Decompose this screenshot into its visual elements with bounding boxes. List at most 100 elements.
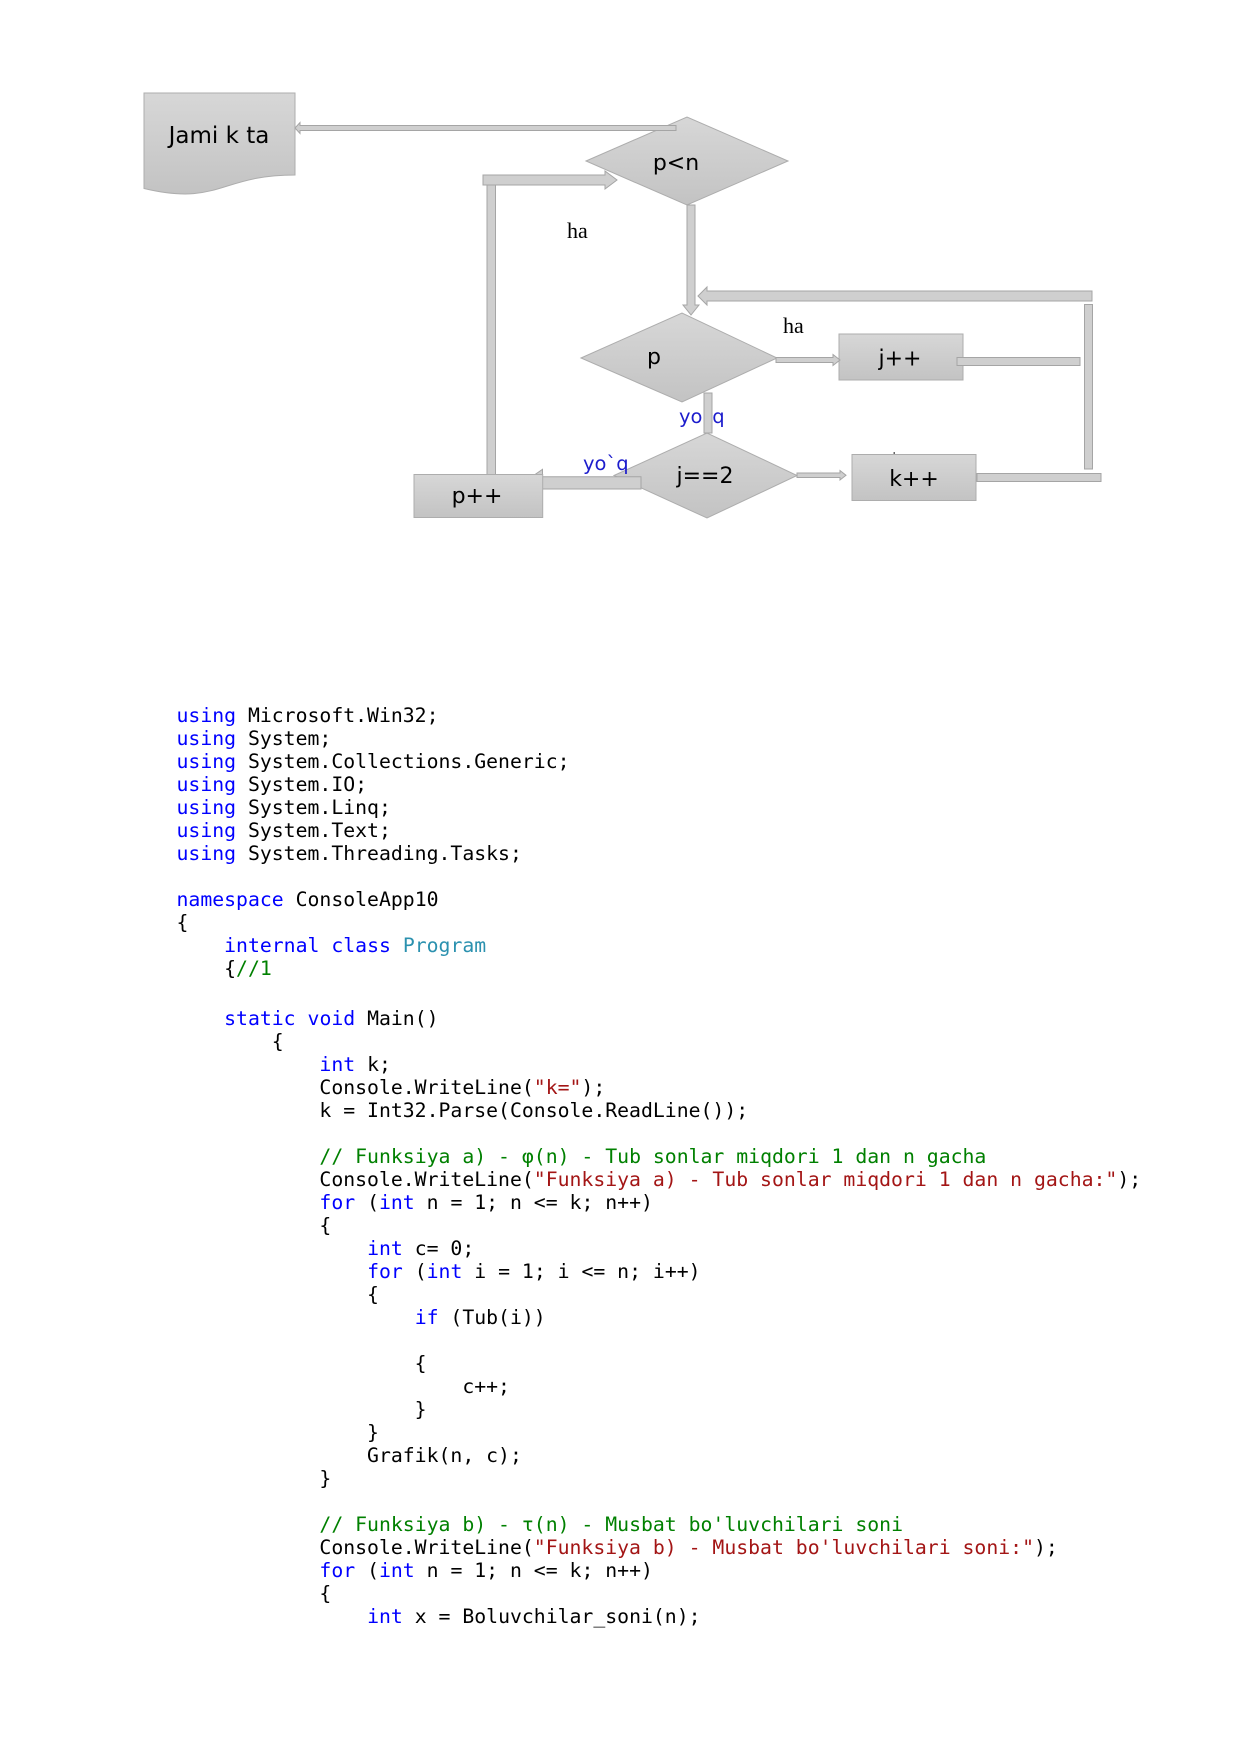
- decision-diamond-p: [579, 312, 779, 403]
- code-token-plain: (Tub(i)): [438, 1305, 546, 1329]
- code-token-plain: {: [176, 1282, 379, 1306]
- code-token-plain: System.IO;: [236, 773, 368, 797]
- code-token-plain: [177, 1191, 320, 1214]
- code-token-keyword: using: [176, 750, 237, 774]
- code-token-plain: c= 0;: [402, 1236, 475, 1260]
- code-token-plain: System.Text;: [236, 819, 391, 843]
- process-label-k-increment: k++: [889, 467, 939, 492]
- code-token-plain: System.Linq;: [236, 796, 391, 820]
- code-token-comment: // Funksiya b) - τ(n) - Musbat bo'luvchi…: [319, 1512, 903, 1536]
- process-box-p-increment: [413, 474, 544, 518]
- arrow-loop-back-to-p: [697, 285, 1093, 307]
- process-label-p-increment: p++: [452, 484, 503, 509]
- code-line: }: [177, 1421, 1142, 1444]
- code-token-plain: Microsoft.Win32;: [236, 704, 439, 728]
- code-token-plain: x = Boluvchilar_soni(n);: [402, 1604, 701, 1628]
- code-line: }: [177, 1398, 1142, 1421]
- code-token-plain: n = 1; n <= k; n++): [414, 1190, 653, 1214]
- code-token-plain: }: [176, 1420, 379, 1444]
- code-token-keyword: for: [319, 1558, 356, 1582]
- code-token-plain: [177, 1053, 320, 1076]
- code-token-plain: System;: [236, 727, 332, 751]
- code-token-plain: {: [176, 957, 237, 981]
- code-token-plain: {: [176, 1029, 284, 1053]
- code-token-plain: Console.WriteLine(: [176, 1535, 534, 1559]
- code-token-plain: [391, 934, 403, 957]
- code-token-plain: [177, 1007, 225, 1030]
- code-token-plain: Grafik(n, c);: [176, 1443, 522, 1467]
- output-document-shape: [143, 92, 296, 195]
- code-line: namespace ConsoleApp10: [177, 888, 1142, 911]
- code-token-keyword: class: [331, 934, 391, 958]
- code-token-keyword: using: [176, 842, 237, 866]
- code-line: Console.WriteLine("Funksiya a) - Tub son…: [176, 1167, 1141, 1191]
- code-token-keyword: int: [378, 1190, 415, 1214]
- code-line: for (int n = 1; n <= k; n++): [177, 1191, 1142, 1214]
- code-token-keyword: int: [319, 1052, 356, 1076]
- code-token-plain: [177, 1559, 320, 1582]
- code-token-plain: ConsoleApp10: [283, 888, 439, 912]
- code-line: using System.Collections.Generic;: [177, 750, 1142, 773]
- code-token-plain: Console.WriteLine(: [176, 1075, 534, 1099]
- code-token-plain: c++;: [176, 1374, 510, 1398]
- code-token-plain: {: [176, 911, 189, 935]
- decision-label-p: p: [647, 345, 661, 370]
- code-token-plain: [177, 1237, 368, 1260]
- code-line: }: [177, 1467, 1142, 1490]
- code-token-plain: }: [176, 1466, 332, 1490]
- code-token-plain: (: [355, 1558, 379, 1582]
- arrow-j-check-to-k-increment: [796, 469, 847, 482]
- code-token-keyword: using: [176, 704, 237, 728]
- code-line: {: [177, 1214, 1142, 1237]
- code-line: {//1: [177, 957, 1142, 980]
- code-line: using System.Threading.Tasks;: [177, 842, 1142, 865]
- code-token-plain: k = Int32.Parse(Console.ReadLine());: [176, 1098, 749, 1122]
- code-line: using Microsoft.Win32;: [177, 704, 1142, 727]
- code-line: // Funksiya a) - φ(n) - Tub sonlar miqdo…: [177, 1145, 1142, 1168]
- edge-label-yes-p-to-j-increment: ha: [783, 313, 804, 338]
- code-token-plain: Console.WriteLine(: [176, 1167, 534, 1191]
- code-line: Console.WriteLine("Funksiya b) - Musbat …: [177, 1536, 1142, 1559]
- code-token-comment: // Funksiya a) - φ(n) - Tub sonlar miqdo…: [319, 1144, 987, 1168]
- code-token-plain: [177, 934, 225, 957]
- code-token-plain: [177, 1260, 368, 1283]
- code-token-type: Program: [402, 934, 487, 958]
- code-token-plain: (: [355, 1190, 379, 1214]
- edge-label-no-p-to-j-check: yo`q: [679, 405, 725, 428]
- edge-label-yes-p-less-than-n-to-p: ha: [567, 218, 588, 243]
- code-token-keyword: using: [176, 796, 237, 820]
- code-token-keyword: namespace: [176, 888, 284, 912]
- code-line: int x = Boluvchilar_soni(n);: [177, 1605, 1142, 1628]
- stray-mark: [893, 452, 895, 454]
- code-line: Grafik(n, c);: [177, 1444, 1142, 1467]
- code-token-keyword: using: [176, 773, 237, 797]
- code-token-keyword: for: [319, 1190, 356, 1214]
- flowchart-diagram: yo`q yo`q Jami k ta p<n p j++ j==2 k++ p…: [143, 92, 1102, 519]
- code-blank-line: [177, 1490, 1142, 1513]
- code-token-plain: );: [1033, 1535, 1058, 1559]
- code-blank-line: [177, 1122, 1142, 1145]
- code-line: int c= 0;: [177, 1237, 1142, 1260]
- code-line: for (int n = 1; n <= k; n++): [177, 1559, 1142, 1582]
- connector-p-to-j-check: [703, 392, 713, 434]
- code-line: c++;: [177, 1375, 1142, 1398]
- code-line: internal class Program: [177, 934, 1142, 957]
- code-blank-line: [177, 1329, 1142, 1352]
- arrow-p-to-j-increment: [775, 353, 841, 367]
- code-token-plain: [296, 1007, 308, 1030]
- code-line: {: [177, 1582, 1142, 1605]
- code-token-plain: System.Threading.Tasks;: [236, 842, 522, 866]
- code-token-keyword: int: [367, 1604, 403, 1628]
- code-token-keyword: int: [426, 1259, 463, 1283]
- code-token-plain: [177, 1605, 368, 1628]
- code-token-plain: [177, 1145, 320, 1168]
- code-token-plain: [177, 1306, 415, 1329]
- code-token-plain: i = 1; i <= n; i++): [462, 1259, 701, 1283]
- code-token-keyword: if: [414, 1305, 439, 1329]
- code-line: int k;: [177, 1053, 1142, 1076]
- code-line: {: [177, 911, 1142, 934]
- code-token-plain: n = 1; n <= k; n++): [414, 1558, 653, 1582]
- decision-label-j-equals-2: j==2: [676, 464, 734, 489]
- decision-label-p-less-than-n: p<n: [653, 151, 699, 176]
